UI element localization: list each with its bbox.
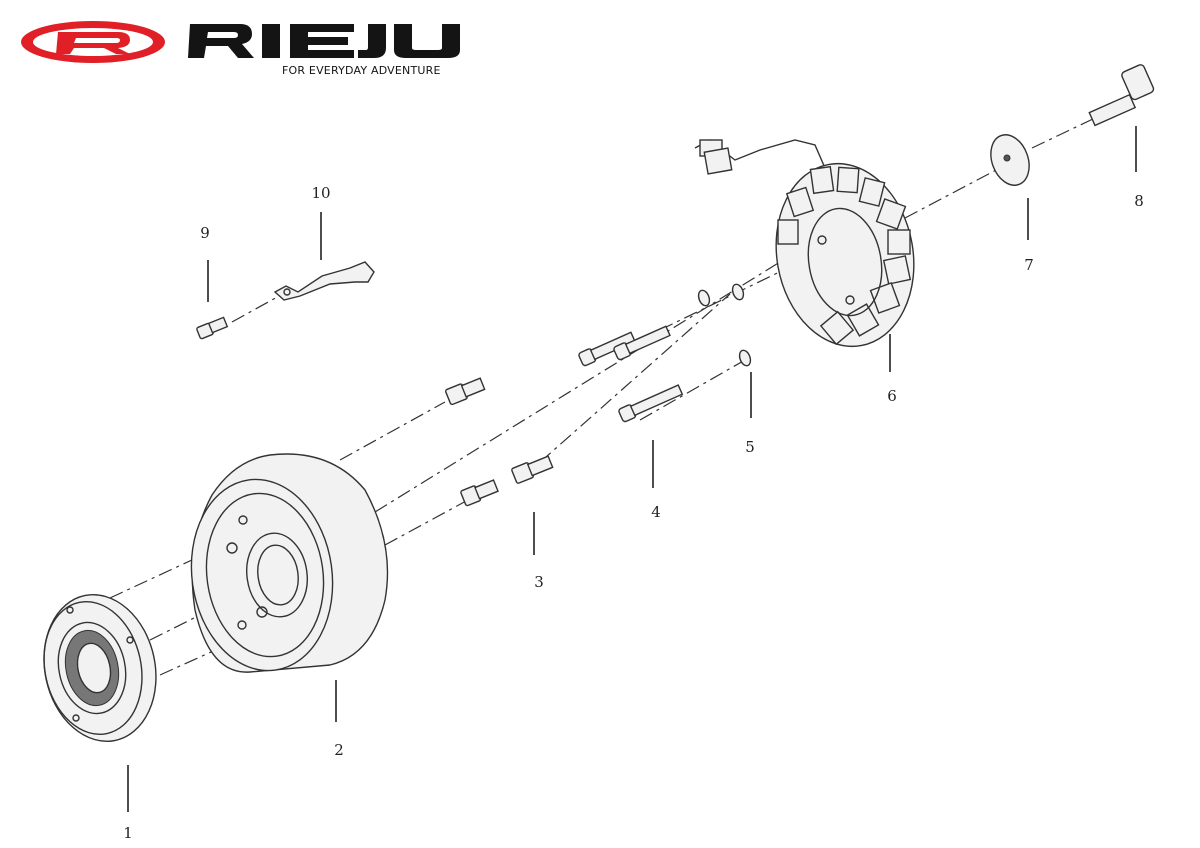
callout-9: 9 <box>200 224 210 242</box>
callout-7: 7 <box>1024 256 1034 274</box>
callout-3: 3 <box>534 573 544 591</box>
stator-poles <box>777 165 912 346</box>
part-8-flange-bolt <box>1088 64 1155 127</box>
part-2-flywheel-rotor <box>190 453 389 673</box>
callout-1: 1 <box>123 824 133 842</box>
callout-2: 2 <box>334 741 344 759</box>
leader-lines <box>127 126 1137 812</box>
part-10-clamp-bracket <box>273 261 375 301</box>
logo-wordmark <box>188 24 460 58</box>
part-7-flat-washer <box>990 134 1030 186</box>
callout-5: 5 <box>745 438 755 456</box>
part-3-bolts <box>444 377 554 507</box>
part-5-washers <box>697 283 752 367</box>
logo-r-emblem <box>21 21 165 63</box>
rieju-logo: FOR EVERYDAY ADVENTURE <box>21 21 460 77</box>
brand-tagline: FOR EVERYDAY ADVENTURE <box>282 64 441 77</box>
callout-6: 6 <box>887 387 897 405</box>
part-9-small-screw <box>196 316 229 340</box>
part-4-socket-bolts <box>578 325 684 423</box>
callout-labels: 1 2 3 4 5 6 7 8 9 10 <box>123 184 1144 842</box>
part-6-stator <box>694 139 915 348</box>
callout-10: 10 <box>311 184 330 202</box>
part-1-starter-clutch <box>43 594 157 742</box>
callout-8: 8 <box>1134 192 1144 210</box>
callout-4: 4 <box>651 503 661 521</box>
